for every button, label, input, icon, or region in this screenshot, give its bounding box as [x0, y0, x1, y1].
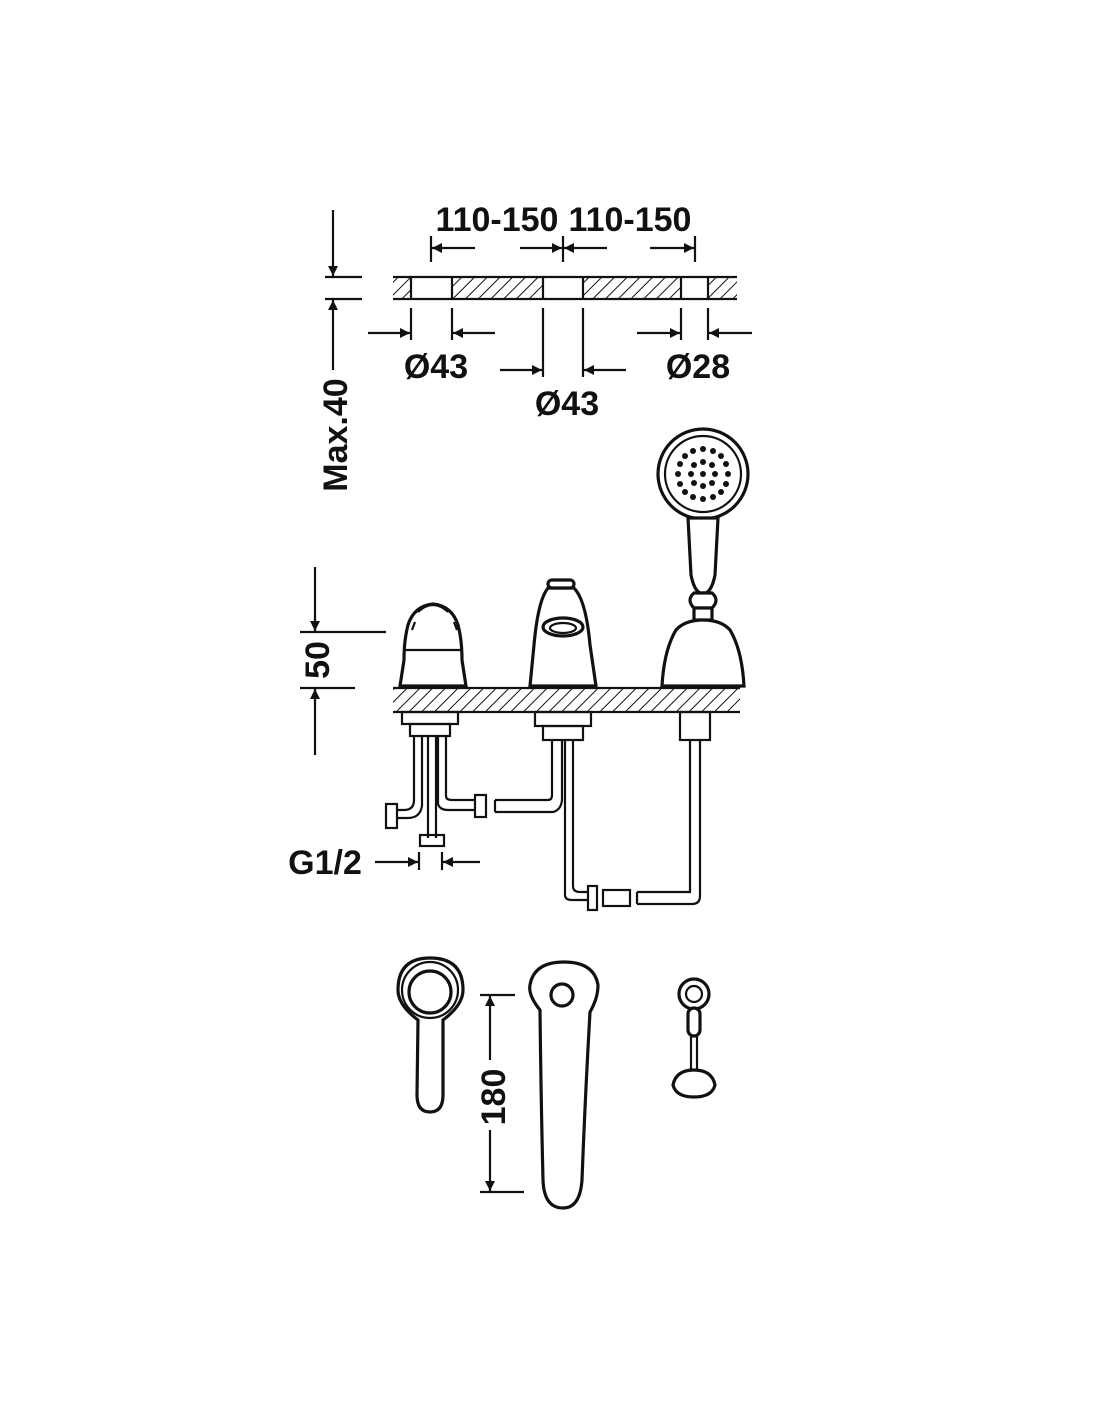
deck-plate-section: [393, 275, 737, 301]
spacing-right-label: 110-150: [569, 201, 692, 239]
deck-section: [393, 686, 740, 714]
mixer-valve: [398, 602, 468, 688]
underdeck-connections: [384, 710, 712, 912]
hole-left-diameter: Ø43: [404, 348, 468, 386]
spout: [528, 578, 598, 688]
height-dimension: [300, 567, 386, 755]
length-dimension: [480, 993, 524, 1194]
connection-label: G1/2: [288, 844, 362, 882]
hole-diameter-dimensions: [368, 308, 752, 377]
length-label: 180: [475, 1069, 513, 1126]
max-thickness-dimension: [325, 210, 362, 370]
shower-holder-top-view: [671, 977, 717, 1099]
lever-top-view: [396, 956, 465, 1114]
max-thickness-label: Max.40: [317, 378, 355, 491]
hand-shower: [656, 427, 750, 688]
connection-dimension: [375, 852, 480, 870]
height-label: 50: [299, 641, 337, 679]
hole-right-diameter: Ø28: [666, 348, 730, 386]
spacing-left-label: 110-150: [436, 201, 559, 239]
hole-center-diameter: Ø43: [535, 385, 599, 423]
spacing-dimension: [429, 236, 697, 262]
spout-top-view: [528, 960, 600, 1210]
